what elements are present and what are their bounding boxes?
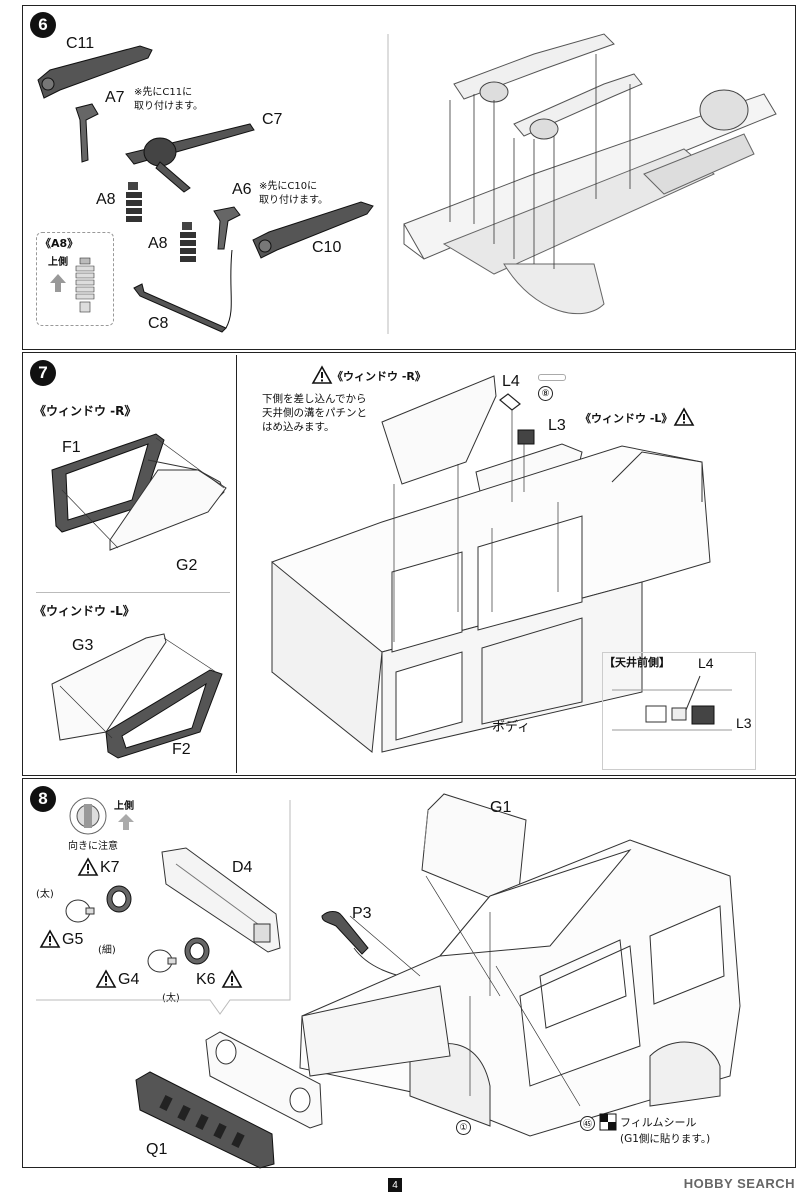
orientation-note: 向きに注意 — [68, 841, 118, 852]
part-label-d4: D4 — [232, 859, 253, 876]
window-l-callout: 《ウィンドウ -L》 — [580, 412, 673, 425]
decal-number-8: ⑧ — [538, 386, 553, 401]
window-r-title: 《ウィンドウ -R》 — [34, 404, 137, 418]
front-ceiling-inset — [602, 652, 756, 770]
c8-part-drawing — [133, 249, 233, 333]
c10-part-drawing — [252, 201, 374, 259]
a6-part-drawing — [213, 206, 241, 250]
decal-number-1: ① — [456, 1120, 471, 1135]
part-label-a8-left: A8 — [96, 191, 116, 208]
chassis-drawing — [387, 33, 777, 334]
part-label-c11: C11 — [66, 35, 95, 52]
part-label-a8-right: A8 — [148, 235, 168, 252]
up-arrow-icon — [50, 274, 66, 292]
front-ceiling-inset-drawing — [612, 675, 732, 731]
part-label-a6: A6 — [232, 181, 252, 198]
a8-left-spring-drawing — [126, 182, 142, 222]
body-shell-drawing — [271, 375, 711, 753]
c7-part-drawing — [125, 123, 255, 193]
step-6-number: 6 — [30, 12, 56, 38]
part-label-g3: G3 — [72, 637, 94, 654]
a8-inset-up-label: 上側 — [48, 257, 68, 268]
window-r-callout: 《ウィンドウ -R》 — [332, 370, 426, 383]
decal-number-45: ㊺ — [580, 1116, 595, 1131]
d4-front-assembly-drawing — [205, 1031, 323, 1129]
k7-bezel-drawing — [106, 885, 132, 913]
inset-label-l3: L3 — [736, 715, 752, 731]
a8-spring-inset-drawing — [75, 257, 95, 313]
g4-lens-drawing — [147, 949, 177, 973]
a7-part-drawing — [75, 103, 99, 163]
lens-thick-label-2: (太) — [162, 993, 180, 1004]
window-l-title: 《ウィンドウ -L》 — [34, 604, 135, 618]
window-r-l-divider — [36, 592, 230, 593]
part-label-a7: A7 — [105, 89, 125, 106]
window-r-assembly-drawing — [51, 433, 227, 551]
window-l-assembly-drawing — [51, 633, 223, 759]
a8-orientation-inset — [36, 232, 114, 326]
step-8-number: 8 — [30, 786, 56, 812]
warning-icon — [39, 929, 61, 948]
film-seal-note: (G1側に貼ります。) — [620, 1133, 711, 1145]
a8-right-spring-drawing — [180, 222, 196, 262]
car-body-drawing — [299, 839, 741, 1137]
part-label-g4: G4 — [118, 971, 140, 988]
body-label: ボディ — [492, 719, 531, 734]
inset-label-l4: L4 — [698, 655, 714, 671]
page-number: 4 — [388, 1178, 402, 1192]
part-label-g2: G2 — [176, 557, 198, 574]
front-ceiling-inset-title: 【天井前側】 — [604, 656, 670, 669]
step-7-panel — [22, 352, 796, 776]
lens-thin-label: (細) — [98, 945, 116, 956]
k6-bezel-drawing — [184, 937, 210, 965]
film-seal-label: フィルムシール — [620, 1116, 697, 1129]
orientation-up-label: 上側 — [114, 801, 134, 812]
lens-thick-label-1: (太) — [36, 889, 54, 900]
g5-lens-drawing — [65, 899, 95, 923]
checkered-seal-icon — [599, 1113, 617, 1131]
step-6-panel — [22, 5, 796, 350]
note-a6: ※先にC10に 取り付けます。 — [259, 181, 328, 206]
step-7-divider — [236, 355, 237, 773]
warning-icon — [311, 365, 333, 384]
step-7-number: 7 — [30, 360, 56, 386]
part-label-p3: P3 — [352, 905, 372, 922]
part-label-f1: F1 — [62, 439, 81, 456]
part-label-g5: G5 — [62, 931, 84, 948]
part-label-c10: C10 — [312, 239, 342, 256]
warning-icon — [77, 857, 99, 876]
d4-headlight-housing-drawing — [161, 847, 281, 953]
part-label-q1: Q1 — [146, 1141, 168, 1158]
part-label-k7: K7 — [100, 859, 120, 876]
note-a7: ※先にC11に 取り付けます。 — [134, 87, 203, 112]
watermark-logo: HOBBY SEARCH — [683, 1176, 795, 1191]
part-label-f2: F2 — [172, 741, 191, 758]
warning-icon — [95, 969, 117, 988]
warning-icon — [673, 407, 695, 426]
step-8-panel — [22, 778, 796, 1168]
part-label-c7: C7 — [262, 111, 283, 128]
part-label-l4: L4 — [502, 373, 520, 390]
decal-strip — [538, 374, 566, 381]
c11-part-drawing — [37, 45, 153, 99]
part-label-g1: G1 — [490, 799, 512, 816]
subassembly-bracket — [36, 800, 291, 1015]
part-label-l3: L3 — [548, 417, 566, 434]
part-label-c8: C8 — [148, 315, 169, 332]
gauge-orientation-icon — [69, 797, 107, 835]
a8-inset-title: 《A8》 — [40, 237, 79, 250]
part-label-k6: K6 — [196, 971, 216, 988]
up-arrow-icon — [118, 814, 134, 830]
warning-icon — [221, 969, 243, 988]
window-r-instruction: 下側を差し込んでから 天井側の溝をパチンと はめ込みます。 — [262, 393, 367, 434]
q1-grille-drawing — [135, 1071, 275, 1169]
